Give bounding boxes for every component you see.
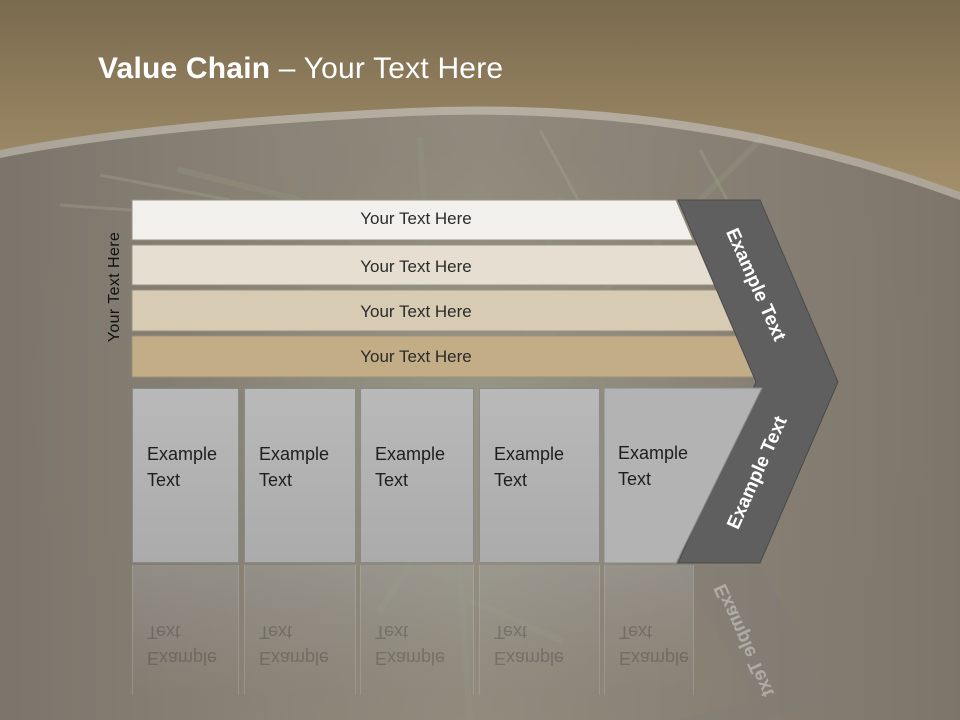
bar-1-label: Your Text Here <box>360 209 472 228</box>
value-box-1-label: Example Text <box>147 444 218 490</box>
bar-3-label: Your Text Here <box>360 302 472 321</box>
value-box-3: Example Text <box>360 388 474 563</box>
value-box-4: Example Text <box>479 388 600 563</box>
value-box-3-reflection-text: Example Text <box>375 622 446 668</box>
value-box-2: Example Text <box>244 388 356 563</box>
value-box-1-reflection: Example Text <box>132 565 239 695</box>
value-box-5-label: Example Text <box>618 443 689 489</box>
value-box-5-reflection: Example Text <box>604 565 694 695</box>
value-box-3-label: Example Text <box>375 444 446 490</box>
value-box-5-reflection-text: Example Text <box>619 622 690 668</box>
bar-4-label: Your Text Here <box>360 347 472 366</box>
chevron-reflection <box>678 566 838 720</box>
value-box-1-reflection-text: Example Text <box>147 622 218 668</box>
value-box-3-reflection: Example Text <box>360 565 474 695</box>
slide-title: Value Chain – Your Text Here <box>98 52 504 85</box>
value-box-4-reflection: Example Text <box>479 565 600 695</box>
value-box-2-reflection-text: Example Text <box>259 622 330 668</box>
value-box-2-label: Example Text <box>259 444 330 490</box>
bar-1 <box>131 199 694 241</box>
value-box-4-label: Example Text <box>494 444 565 490</box>
value-box-1: Example Text <box>132 388 239 563</box>
value-box-2-reflection: Example Text <box>244 565 356 695</box>
value-box-4-reflection-text: Example Text <box>494 622 565 668</box>
bar-2-label: Your Text Here <box>360 257 472 276</box>
